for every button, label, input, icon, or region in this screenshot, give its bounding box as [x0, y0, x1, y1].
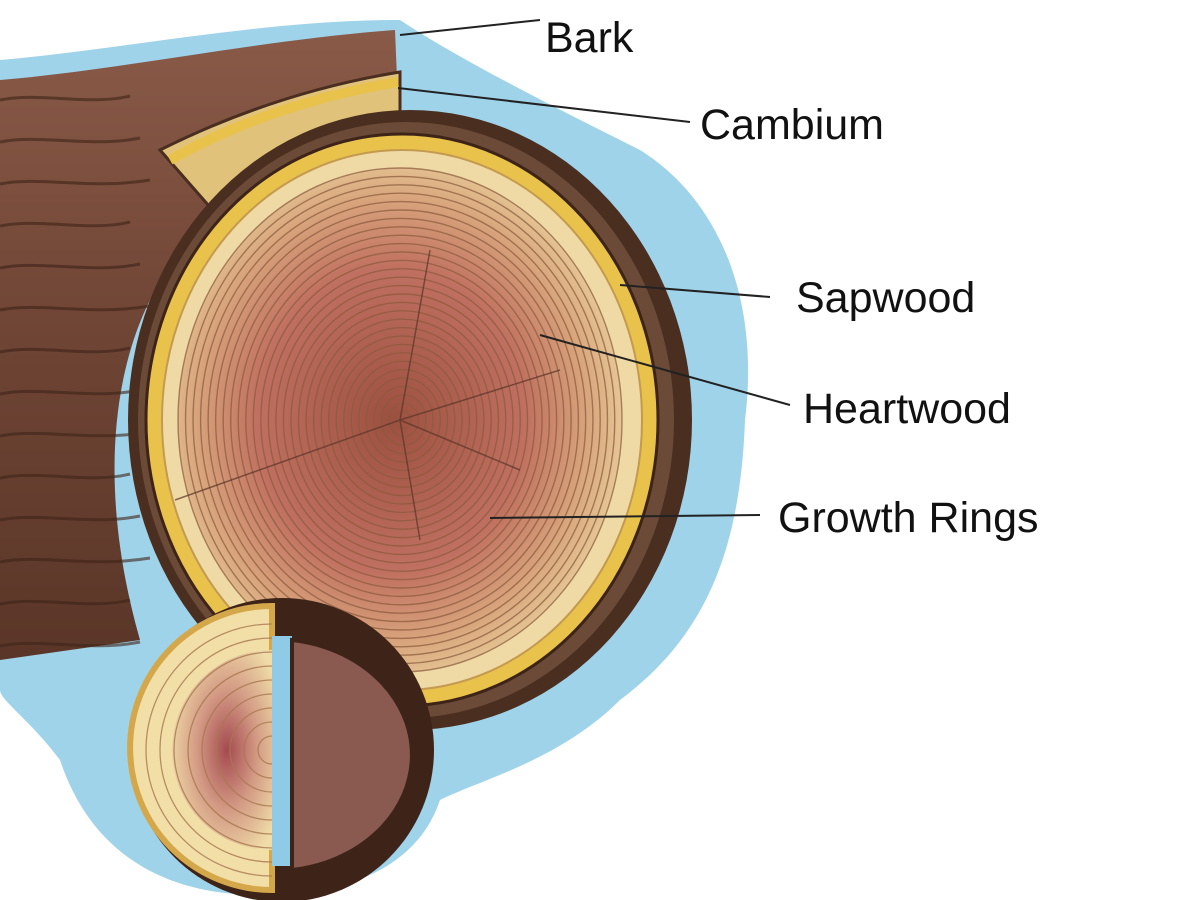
small-log-rings [145, 623, 273, 877]
growth-ring [275, 276, 529, 564]
bark-grain-line [0, 178, 151, 186]
cambium-leader [397, 87, 691, 123]
growth-ring [290, 293, 514, 547]
small-log-right-face [290, 637, 414, 873]
growth-rings-leader [489, 514, 761, 519]
bark-grain-line [0, 514, 141, 522]
growth-ring [373, 385, 434, 455]
bark-grain-line [0, 346, 131, 354]
bark-grain-line [0, 262, 141, 270]
small-growth-ring [215, 693, 273, 807]
growth-ring [252, 251, 551, 589]
growth-ring [395, 410, 412, 430]
growth-ring [305, 310, 500, 530]
growth-ring [199, 192, 601, 648]
label-bark: Bark [545, 14, 634, 62]
growth-ring [343, 352, 463, 488]
growth-ring [207, 200, 594, 640]
bark-grain-line [0, 472, 131, 480]
sapwood-leader [619, 284, 771, 298]
leader-lines [397, 19, 791, 519]
bark-grain-line [0, 94, 131, 102]
growth-ring [245, 242, 558, 598]
small-growth-ring [173, 651, 273, 849]
label-cambium: Cambium [700, 101, 884, 149]
cambium-top-strip [167, 77, 399, 165]
growth-ring [267, 268, 536, 572]
bark-grain-line [0, 598, 131, 606]
growth-ring [358, 368, 449, 472]
bark-grain-line [0, 220, 131, 228]
small-growth-ring [257, 735, 273, 765]
small-growth-ring [159, 637, 273, 863]
heartwood-leader [539, 334, 791, 406]
growth-ring [312, 318, 492, 522]
log-side [0, 30, 400, 660]
growth-ring [365, 377, 442, 463]
growth-ring [327, 335, 478, 505]
growth-ring [230, 226, 572, 614]
bark-grain-line [0, 136, 141, 144]
bark-grain-line [0, 304, 151, 312]
bark-leader [399, 19, 541, 36]
label-heartwood: Heartwood [803, 385, 1011, 433]
growth-ring [222, 217, 580, 623]
small-growth-ring [145, 623, 273, 877]
bark-grain-line [0, 640, 141, 648]
growth-ring [320, 326, 485, 514]
label-growth-rings: Growth Rings [778, 494, 1039, 542]
radial-cracks [174, 249, 561, 541]
small-log-split [272, 636, 292, 866]
bark-grain-line [0, 556, 151, 564]
growth-ring [350, 360, 456, 480]
small-growth-ring [229, 707, 273, 793]
growth-ring [260, 259, 543, 581]
label-sapwood: Sapwood [796, 274, 976, 322]
growth-ring [388, 402, 420, 438]
growth-ring [297, 301, 507, 539]
small-growth-ring [243, 721, 273, 779]
growth-ring [282, 284, 521, 556]
growth-ring [237, 234, 565, 606]
small-growth-ring [201, 679, 273, 821]
small-growth-ring [187, 665, 273, 835]
growth-ring [214, 209, 587, 631]
growth-ring [335, 343, 471, 497]
bark-grain-line [0, 388, 141, 396]
